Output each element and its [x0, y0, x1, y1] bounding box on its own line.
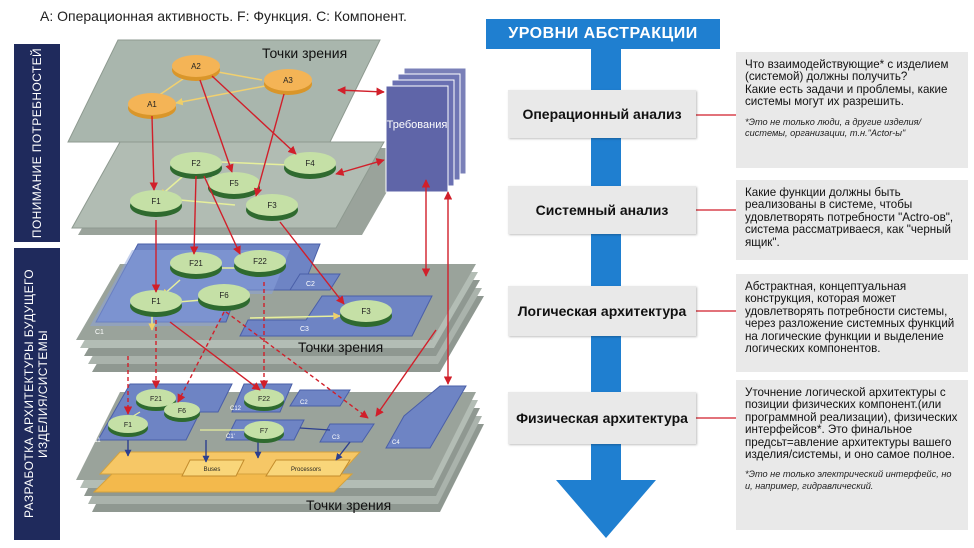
physical-stack: Buses Processors C11 C12 C2 C1' C3 C4 F2…	[76, 383, 484, 513]
component-label: C3	[300, 326, 309, 333]
viewpoints-label-middle: Точки зрения	[298, 339, 383, 355]
function-label: F6	[219, 291, 229, 300]
processors-block	[265, 459, 351, 477]
function-label: F1	[124, 422, 132, 429]
component-label: C2	[300, 400, 308, 406]
note-text: Уточнение логической архитектуры с позиц…	[745, 386, 958, 462]
function-label: F1	[151, 297, 161, 306]
function-label: F22	[258, 396, 270, 403]
component-label: C3	[332, 435, 340, 441]
function-node: F1	[130, 190, 182, 217]
function-node: F7	[244, 421, 284, 443]
activity-label: A1	[147, 100, 157, 109]
note-footnote: *Это не только электрический интерфейс, …	[745, 469, 952, 491]
function-node: F22	[234, 250, 286, 277]
note-physical: Уточнение логической архитектуры с позиц…	[736, 380, 968, 530]
function-node: F22	[244, 389, 284, 411]
buses-label: Buses	[204, 467, 221, 473]
component-label: C2	[306, 281, 315, 288]
trace-arrows	[123, 75, 453, 419]
function-node: F1	[108, 415, 148, 437]
function-label: F22	[253, 257, 267, 266]
note-text: Что взаимодействующие* с изделием (систе…	[745, 58, 949, 109]
function-label: F21	[150, 396, 162, 403]
function-node: F6	[198, 284, 250, 311]
buses-block	[181, 459, 245, 477]
note-text: Абстрактная, концептуальная конструкция,…	[745, 280, 955, 356]
function-label: F5	[229, 179, 239, 188]
function-label: F3	[361, 307, 371, 316]
function-label: F1	[151, 197, 161, 206]
component-label: C1'	[226, 434, 235, 440]
note-system: Какие функции должны быть реализованы в …	[736, 180, 968, 260]
component-label: C4	[392, 440, 400, 446]
sidebar-architecture-band: РАЗРАБОТКА АРХИТЕКТУРЫ БУДУЩЕГО ИЗДЕЛИЯ/…	[14, 248, 60, 540]
function-node: F2	[170, 152, 222, 179]
viewpoints-label-bottom: Точки зрения	[306, 497, 391, 513]
level-operational-analysis[interactable]: Операционный анализ	[508, 90, 696, 138]
component-c3-physical	[319, 423, 375, 443]
level-label: Логическая архитектура	[517, 302, 687, 319]
panel-title: УРОВНИ АБСТРАКЦИИ	[486, 19, 720, 49]
arrow-head	[556, 480, 656, 538]
activity-label: A2	[191, 62, 201, 71]
activity-node: A3	[264, 69, 312, 95]
function-label: F2	[191, 159, 201, 168]
activity-label: A3	[283, 76, 293, 85]
note-text: Какие функции должны быть реализованы в …	[745, 186, 954, 249]
note-operational: Что взаимодействующие* с изделием (систе…	[736, 52, 968, 168]
function-label: F3	[267, 201, 277, 210]
function-node: F5	[208, 172, 260, 199]
function-node: F6	[164, 402, 200, 422]
level-label: Системный анализ	[535, 201, 669, 218]
note-logical: Абстрактная, концептуальная конструкция,…	[736, 274, 968, 372]
logical-stack: C2 C3 C1 F21 F22 F6 F1	[76, 243, 484, 372]
function-label: F4	[305, 159, 315, 168]
processors-label: Processors	[291, 467, 321, 473]
sidebar-needs-band: ПОНИМАНИЕ ПОТРЕБНОСТЕЙ	[14, 44, 60, 242]
system-plane: F2 F4 F5 F1 F3	[71, 141, 412, 235]
component-label: C1	[95, 329, 104, 336]
viewpoints-label-top: Точки зрения	[262, 45, 347, 61]
requirements-label: Требования	[387, 119, 448, 131]
function-node: F1	[130, 290, 182, 317]
component-label: C11	[90, 438, 101, 444]
function-node: F3	[246, 194, 298, 221]
level-logical-architecture[interactable]: Логическая архитектура	[508, 286, 696, 336]
function-node: F4	[284, 152, 336, 179]
level-physical-architecture[interactable]: Физическая архитектура	[508, 392, 696, 444]
function-label: F7	[260, 428, 268, 435]
activity-node: A2	[172, 55, 220, 81]
function-node: F21	[170, 252, 222, 279]
function-label: F21	[189, 259, 203, 268]
abstraction-diagram: Точки зрения A2 A3 A1 F2	[67, 39, 484, 513]
level-label: Операционный анализ	[522, 105, 682, 122]
component-label: C12	[230, 406, 242, 412]
function-node: F3	[340, 300, 392, 327]
note-footnote: *Это не только люди, а другие изделия/си…	[745, 116, 922, 139]
level-system-analysis[interactable]: Системный анализ	[508, 186, 696, 234]
component-c2	[289, 273, 341, 291]
requirements-box: Требования	[385, 67, 467, 193]
activity-node: A1	[128, 93, 176, 119]
legend-text: A: Операционная активность. F: Функция. …	[40, 8, 407, 24]
level-connectors	[696, 114, 736, 419]
function-label: F6	[178, 408, 186, 415]
operational-plane: Точки зрения A2 A3 A1	[67, 39, 381, 143]
component-c4	[385, 385, 467, 449]
level-label: Физическая архитектура	[516, 409, 688, 426]
